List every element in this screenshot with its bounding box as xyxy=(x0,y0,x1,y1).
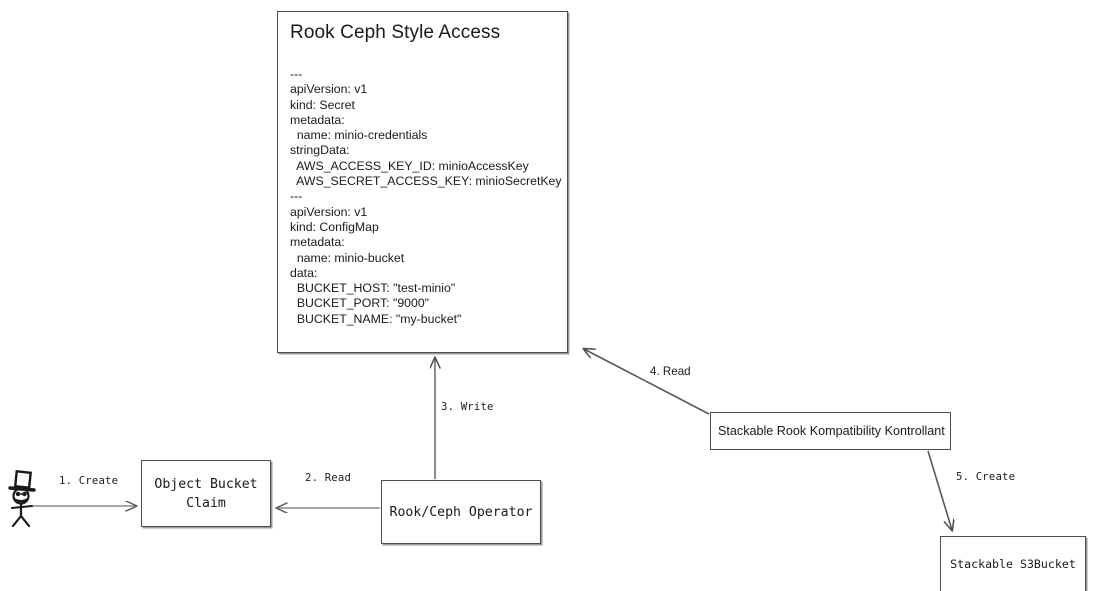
node-stackable-s3bucket[interactable]: Stackable S3Bucket xyxy=(940,536,1086,591)
edge-create-5 xyxy=(927,450,952,530)
top-hat-icon xyxy=(8,470,36,492)
node-stackable-rook-kompatibility-kontrollant-label: Stackable Rook Kompatibility Kontrollant xyxy=(718,424,945,438)
spec-card-yaml-body: --- apiVersion: v1 kind: Secret metadata… xyxy=(290,67,562,326)
node-object-bucket-claim-label: Object Bucket Claim xyxy=(154,476,258,511)
body-icon xyxy=(11,502,33,528)
node-rook-ceph-operator-label: Rook/Ceph Operator xyxy=(389,504,533,520)
node-rook-ceph-operator[interactable]: Rook/Ceph Operator xyxy=(381,480,541,544)
actor-stick-figure xyxy=(8,470,36,528)
head-icon xyxy=(12,487,30,505)
edge-label-read-2: 2. Read xyxy=(305,472,352,484)
spec-card-title: Rook Ceph Style Access xyxy=(290,22,501,43)
edge-label-create-1: 1. Create xyxy=(59,475,119,487)
edge-label-create-5: 5. Create xyxy=(956,471,1016,483)
spec-card-rook-ceph-style-access: Rook Ceph Style Access --- apiVersion: v… xyxy=(277,11,568,353)
edge-label-read-4: 4. Read xyxy=(650,365,691,378)
node-stackable-rook-kompatibility-kontrollant[interactable]: Stackable Rook Kompatibility Kontrollant xyxy=(710,412,951,450)
node-stackable-s3bucket-label: Stackable S3Bucket xyxy=(950,556,1076,571)
node-object-bucket-claim[interactable]: Object Bucket Claim xyxy=(141,460,271,527)
edge-label-write-3: 3. Write xyxy=(441,401,494,413)
edge-read-4 xyxy=(584,349,710,415)
